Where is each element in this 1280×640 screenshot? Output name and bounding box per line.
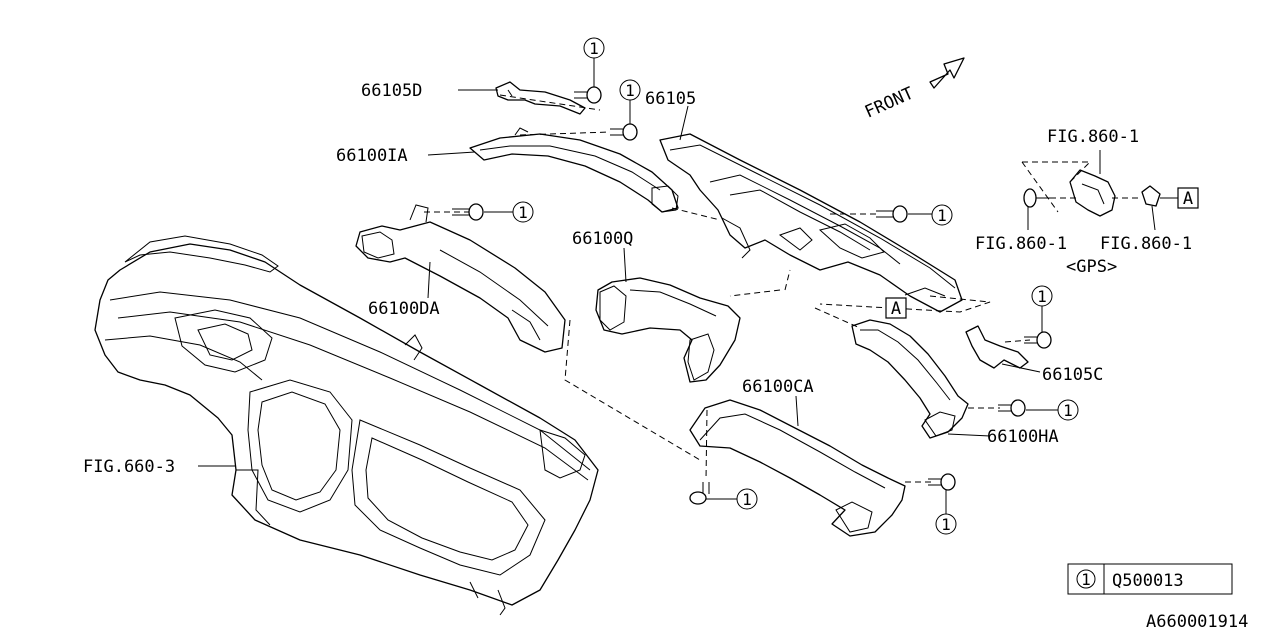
defroster-nozzle (659, 133, 963, 313)
label-66105: 66105 (645, 89, 696, 109)
label-66100ia: 66100IA (336, 146, 408, 166)
label-fig-860-1-right: FIG.860-1 (1100, 234, 1192, 254)
callout-circle (931, 204, 953, 226)
legend-part-number: Q500013 (1112, 571, 1184, 591)
label-66100q: 66100Q (572, 229, 633, 249)
label-gps-note: <GPS> (1066, 257, 1117, 277)
fastener-callouts: 1 1 1 1 1 1 1 1 (484, 37, 1079, 535)
side-vent-duct-left (355, 204, 566, 353)
bolt-66100ca-right (928, 473, 956, 491)
label-66100ha: 66100HA (987, 427, 1059, 447)
callout-number: 1 (1037, 287, 1047, 306)
center-lower-duct (689, 399, 906, 537)
bracket-upper (495, 81, 586, 115)
part-number-labels: 66105D 66105 66100IA 66100DA 66100Q 6610… (83, 81, 1192, 477)
bolt-66105d (574, 86, 602, 104)
reference-marker-a-gps: A (1177, 187, 1199, 209)
callout-number: 1 (937, 206, 947, 225)
bolt-66100ha (998, 399, 1026, 417)
bolt-66100ca-lower (689, 482, 710, 505)
reference-marker-a-nozzle: A (885, 297, 907, 319)
callout-number: 1 (625, 81, 635, 100)
callout-circle (619, 79, 641, 101)
fastener-legend: 1 Q500013 (1067, 563, 1233, 595)
callout-number: 1 (742, 490, 752, 509)
callout-circle (1057, 399, 1079, 421)
callout-circle (583, 37, 605, 59)
center-upper-duct (469, 127, 679, 213)
callout-number: 1 (589, 39, 599, 58)
legend-callout-circle (1076, 569, 1096, 589)
side-vent-duct-right (851, 319, 969, 439)
bolt-66100ia (610, 123, 638, 141)
center-duct (595, 277, 741, 383)
bracket-right (965, 325, 1029, 369)
front-arrow-icon (929, 57, 965, 89)
callout-number: 1 (1063, 401, 1073, 420)
label-fig-860-1-top: FIG.860-1 (1047, 127, 1139, 147)
svg-text:A: A (1183, 189, 1193, 209)
callout-circle (736, 488, 758, 510)
callout-circle (1031, 285, 1053, 307)
callout-circle (512, 201, 534, 223)
label-fig-860-1-left: FIG.860-1 (975, 234, 1067, 254)
label-66105c: 66105C (1042, 365, 1103, 385)
label-leader-lines (198, 89, 1178, 467)
label-66100ca: 66100CA (742, 377, 814, 397)
label-66105d: 66105D (361, 81, 422, 101)
bolt-66100da (452, 203, 484, 221)
bolt-fasteners (452, 86, 1052, 505)
legend-symbol: 1 (1081, 570, 1091, 589)
label-fig-660-3: FIG.660-3 (83, 457, 175, 477)
svg-text:A: A (891, 299, 901, 319)
callout-number: 1 (941, 515, 951, 534)
diagram-id: A660001914 (1146, 612, 1248, 632)
callout-circle (935, 513, 957, 535)
front-label: FRONT (862, 83, 917, 122)
gps-antenna-assembly (1023, 169, 1161, 217)
bolt-66105c (1024, 331, 1052, 349)
label-66100da: 66100DA (368, 299, 440, 319)
instrument-panel-assembly (94, 235, 599, 616)
front-direction-indicator: FRONT (862, 57, 965, 123)
bolt-66105 (876, 205, 908, 223)
callout-number: 1 (518, 203, 528, 222)
